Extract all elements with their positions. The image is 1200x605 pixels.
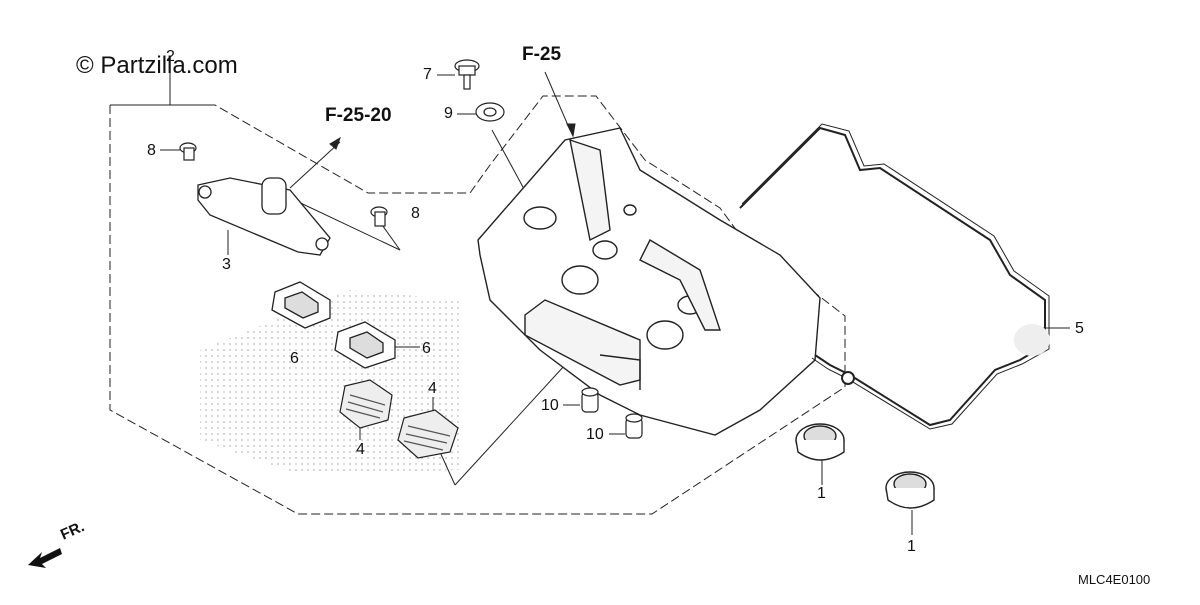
cylinder-head-cover (477, 127, 821, 436)
plug-seal-1-upper (795, 423, 845, 461)
gasket-6-lower (334, 321, 396, 369)
callout-3: 3 (222, 256, 231, 273)
callout-9: 9 (444, 105, 453, 122)
reference-f2520[interactable]: F-25-20 (325, 105, 392, 126)
seal-washer-9 (475, 102, 505, 122)
callout-1-upper: 1 (817, 485, 826, 502)
callout-1-lower: 1 (907, 538, 916, 555)
head-cover-packing-5 (739, 123, 1050, 430)
gasket-6-upper (271, 281, 331, 329)
callout-4-left: 4 (356, 441, 365, 458)
reed-rubber-4-left (339, 379, 393, 429)
reed-rubber-4-right (397, 409, 459, 459)
flange-bolt-7 (454, 59, 480, 90)
callout-6-right: 6 (422, 340, 431, 357)
reference-f25[interactable]: F-25 (522, 44, 562, 65)
callout-7: 7 (423, 66, 432, 83)
diagram-code: MLC4E0100 (1078, 572, 1151, 587)
watermark: © Partzilla.com (76, 52, 238, 79)
cap-10-lower (625, 413, 643, 439)
assembly-outline (109, 95, 846, 515)
callout-4-right: 4 (428, 380, 437, 397)
callout-10-upper: 10 (541, 397, 559, 414)
separator-plate-3 (197, 177, 331, 256)
bolt-8-upper (179, 142, 197, 161)
bolt-8-lower (370, 206, 388, 227)
plug-seal-1-lower (885, 471, 935, 509)
callout-5: 5 (1075, 320, 1084, 337)
callout-6-left: 6 (290, 350, 299, 367)
callout-8-upper: 8 (147, 142, 156, 159)
callout-10-lower: 10 (586, 426, 604, 443)
background-logo (200, 290, 460, 475)
front-arrow-icon (28, 548, 62, 568)
cap-10-upper (581, 387, 599, 413)
callout-8-lower: 8 (411, 205, 420, 222)
callout-2: 2 (166, 48, 175, 65)
